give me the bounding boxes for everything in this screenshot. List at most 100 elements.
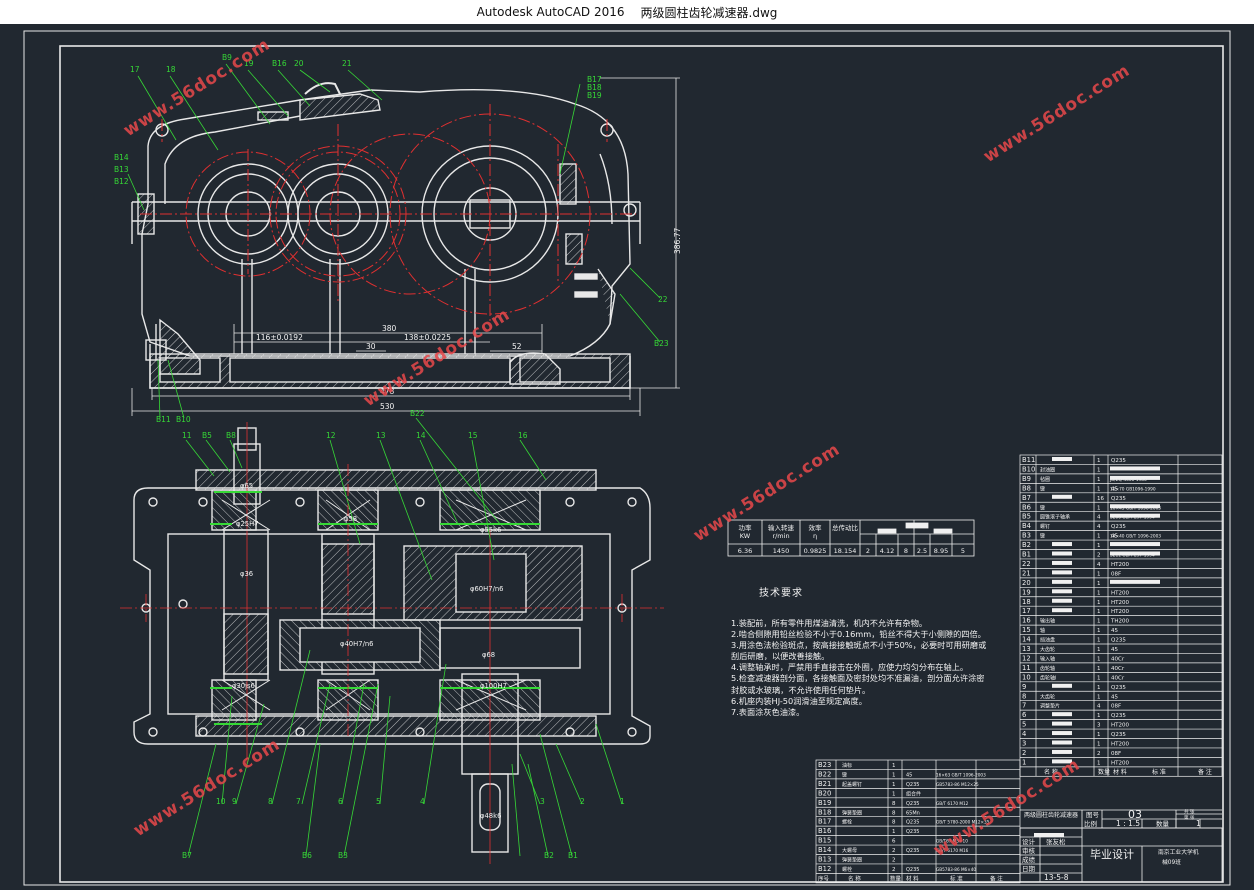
leader-label-B7: B7 <box>182 851 192 860</box>
part-qty: 2 <box>892 848 896 854</box>
part-material: 45 <box>1111 534 1118 540</box>
perf-value: 18.154 <box>834 547 857 555</box>
part-qty: 1 <box>892 772 896 778</box>
part-no: 5 <box>1022 721 1026 729</box>
parts-footer: 数量 <box>890 874 902 882</box>
dim-530: 530 <box>380 402 395 411</box>
part-qty: 1 <box>892 763 896 769</box>
part-qty: 2 <box>892 858 896 864</box>
part-no: B17 <box>818 818 831 826</box>
qty-label: 数量 <box>1156 819 1170 828</box>
part-name: 键 <box>842 771 847 778</box>
perf-header: 效率 <box>809 523 823 532</box>
part-no: 2 <box>1022 749 1026 757</box>
leader-label-15: 15 <box>468 431 478 440</box>
part-material: Q235 <box>1111 496 1126 502</box>
front-centerlines <box>140 104 636 324</box>
qty-value: 1 <box>1196 819 1201 828</box>
part-qty: 1 <box>892 829 896 835</box>
part-standard: GB5783-86 M12×25 <box>936 782 979 787</box>
part-name: 弹簧垫圈 <box>842 809 862 816</box>
leader-label-B10: B10 <box>176 415 191 424</box>
dim-phi30: φ30js6 <box>232 682 255 690</box>
parts-footer: 备 注 <box>990 874 1003 882</box>
leader-label-B16: B16 <box>272 59 287 68</box>
part-name: 大螺母 <box>842 847 857 854</box>
dim-phi100: φ100H7 <box>480 682 507 690</box>
leader-label-B18: B18 <box>587 83 602 92</box>
scale-label: 比例 <box>1084 819 1097 828</box>
part-no: 8 <box>1022 692 1026 700</box>
part-qty: 1 <box>1097 675 1101 681</box>
part-material: Q235 <box>1111 713 1126 719</box>
part-qty: 2 <box>1097 553 1101 559</box>
title-block <box>1019 809 1223 883</box>
part-name: 起盖螺钉 <box>842 781 862 788</box>
perf-header: r/min <box>772 532 789 540</box>
tech-item: 2.啮合侧隙用铅丝检验不小于0.16mm，铅丝不得大于小侧隙的四倍。 <box>731 629 986 640</box>
drawing-no-label: 图号 <box>1086 811 1100 819</box>
leader-label-8: 8 <box>268 797 273 806</box>
dim-138: 138±0.0225 <box>404 333 451 342</box>
part-material: 45 <box>1111 628 1118 634</box>
leader-label-4: 4 <box>420 797 425 806</box>
part-no: 7 <box>1022 702 1026 710</box>
leader-label-B5: B5 <box>202 431 212 440</box>
leader-label-17: 17 <box>130 65 140 74</box>
tech-item: 7.表面涂灰色油漆。 <box>731 706 805 717</box>
part-no: 19 <box>1022 588 1031 596</box>
part-material: 08F <box>1111 704 1121 710</box>
part-standard: 3206 GB/T 297-1994 <box>1110 515 1155 521</box>
top-housing-outline <box>133 487 651 745</box>
part-material: Q235 <box>906 820 919 826</box>
part-material: Q235 <box>906 801 919 807</box>
leader-label-B19: B19 <box>587 91 602 100</box>
part-no: B23 <box>818 761 831 769</box>
part-no: B7 <box>1022 494 1031 502</box>
part-name: 螺栓 <box>842 819 852 826</box>
part-no: B3 <box>1022 532 1031 540</box>
part-qty: 1 <box>1097 609 1101 615</box>
dim-380: 380 <box>382 324 397 333</box>
part-material: HT200 <box>1111 723 1129 729</box>
part-material: Q235 <box>1111 732 1126 738</box>
technical-requirements: 技术要求 1.装配前，所有零件用煤油清洗，机内不允许有杂物。 2.啮合侧隙用铅丝… <box>731 588 1021 718</box>
perf-header: 功率 <box>739 523 753 532</box>
class-name: 械09班 <box>1162 858 1181 866</box>
score-label: 成绩 <box>1022 855 1036 864</box>
drawing-svg[interactable]: 380 116±0.0192 30 138±0.0225 52 478 530 … <box>0 24 1254 890</box>
leader-label-22: 22 <box>658 295 668 304</box>
part-no: B19 <box>818 799 831 807</box>
part-material: 45 <box>1111 647 1118 653</box>
file-name: 两级圆柱齿轮减速器.dwg <box>640 5 778 20</box>
part-no: 22 <box>1022 560 1031 568</box>
part-material: HT200 <box>1111 609 1129 615</box>
part-qty: 8 <box>892 820 896 826</box>
drawing-canvas[interactable]: 380 116±0.0192 30 138±0.0225 52 478 530 … <box>0 24 1254 890</box>
part-qty: 1 <box>1097 742 1101 748</box>
part-no: B13 <box>818 856 831 864</box>
leader-label-13: 13 <box>376 431 386 440</box>
part-no: 9 <box>1022 683 1026 691</box>
part-qty: 1 <box>1097 647 1101 653</box>
part-name: 轴 <box>1040 627 1045 634</box>
part-no: 17 <box>1022 607 1031 615</box>
perf-header: η <box>813 532 817 540</box>
part-name: 齿轮轴 <box>1040 665 1055 672</box>
part-material: Q235 <box>1111 524 1126 530</box>
perf-header: KW <box>740 532 751 540</box>
tech-item: 5.检查减速器剖分面，各接触面及密封处均不准漏油，剖分面允许涂密 <box>731 673 985 684</box>
part-name: 键 <box>1040 485 1045 492</box>
part-material: HT200 <box>1111 742 1129 748</box>
part-qty: 1 <box>1097 543 1101 549</box>
part-qty: 8 <box>892 810 896 816</box>
part-no: B12 <box>818 865 831 873</box>
part-no: B21 <box>818 780 831 788</box>
perf-value: 8.95 <box>934 547 948 555</box>
part-material: Q235 <box>1111 638 1126 644</box>
part-qty: 3 <box>1097 723 1101 729</box>
part-material: Q235 <box>906 829 919 835</box>
part-no: 20 <box>1022 579 1031 587</box>
